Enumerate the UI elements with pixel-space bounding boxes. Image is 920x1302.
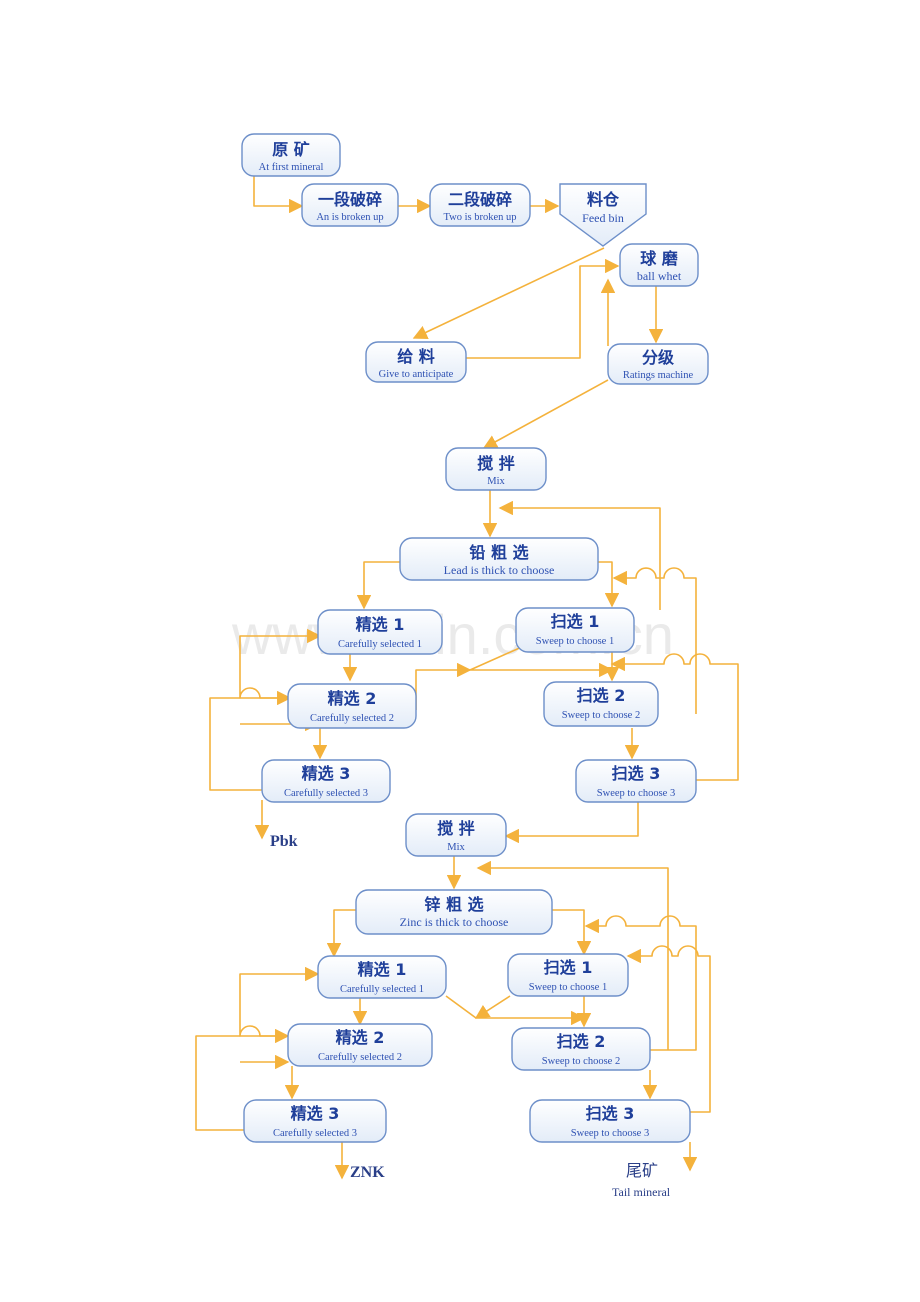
node-crush-2: 二段破碎 Two is broken up xyxy=(429,183,531,227)
node-lead-scav-1: 扫选 1 Sweep to choose 1 xyxy=(515,607,635,653)
node-label-zh: 锌 粗 选 xyxy=(424,895,483,914)
node-label-zh: 精选 3 xyxy=(291,1104,340,1123)
node-label-en: Two is broken up xyxy=(443,212,516,223)
node-label-zh: 扫选 2 xyxy=(577,686,626,705)
tailings-label-zh: 尾矿 xyxy=(626,1161,658,1180)
node-zinc-clean-2: 精选 2 Carefully selected 2 xyxy=(287,1023,433,1067)
node-label-zh: 扫选 3 xyxy=(586,1104,635,1123)
node-label-zh: 搅 拌 xyxy=(477,454,515,473)
node-label-zh: 精选 1 xyxy=(356,615,405,634)
node-label-en: Lead is thick to choose xyxy=(444,563,555,577)
node-label-en: Carefully selected 2 xyxy=(310,713,394,724)
node-label-zh: 一段破碎 xyxy=(318,190,382,209)
lead-concentrate-label: Pbk xyxy=(270,833,298,850)
node-mix-1: 搅 拌 Mix xyxy=(445,447,547,491)
node-lead-scav-3: 扫选 3 Sweep to choose 3 xyxy=(575,759,697,803)
node-zinc-clean-1: 精选 1 Carefully selected 1 xyxy=(317,955,447,999)
node-label-en: ball whet xyxy=(637,269,682,283)
node-label-en: Feed bin xyxy=(582,211,624,225)
node-label-zh: 球 磨 xyxy=(640,249,678,268)
node-label-zh: 料仓 xyxy=(587,190,620,209)
node-label-en: Carefully selected 1 xyxy=(340,984,424,995)
node-label-zh: 分级 xyxy=(642,348,675,367)
node-zinc-scav-3: 扫选 3 Sweep to choose 3 xyxy=(529,1099,691,1143)
node-label-zh: 扫选 1 xyxy=(544,958,593,977)
node-raw-ore: 原 矿 At first mineral xyxy=(241,133,341,177)
node-lead-clean-1: 精选 1 Carefully selected 1 xyxy=(317,609,443,655)
node-label-en: Sweep to choose 1 xyxy=(529,982,607,993)
tailings-label-en: Tail mineral xyxy=(612,1185,671,1199)
node-label-en: Carefully selected 2 xyxy=(318,1052,402,1063)
node-label-en: Carefully selected 1 xyxy=(338,639,422,650)
node-classifier: 分级 Ratings machine xyxy=(607,343,709,385)
node-zinc-scav-2: 扫选 2 Sweep to choose 2 xyxy=(511,1027,651,1071)
node-zinc-clean-3: 精选 3 Carefully selected 3 xyxy=(243,1099,387,1143)
node-label-en: Ratings machine xyxy=(623,370,694,381)
node-label-zh: 扫选 2 xyxy=(557,1032,606,1051)
node-label-zh: 搅 拌 xyxy=(437,819,475,838)
node-label-en: Sweep to choose 3 xyxy=(571,1128,649,1139)
node-label-zh: 原 矿 xyxy=(272,140,310,159)
node-lead-rough: 铅 粗 选 Lead is thick to choose xyxy=(399,537,599,581)
node-label-zh: 精选 2 xyxy=(328,689,377,708)
node-label-en: Sweep to choose 3 xyxy=(597,788,675,799)
node-label-en: Sweep to choose 2 xyxy=(542,1056,620,1067)
node-lead-clean-2: 精选 2 Carefully selected 2 xyxy=(287,683,417,729)
node-label-en: Sweep to choose 1 xyxy=(536,636,614,647)
node-label-zh: 精选 1 xyxy=(358,960,407,979)
node-label-zh: 二段破碎 xyxy=(448,190,512,209)
node-lead-clean-3: 精选 3 Carefully selected 3 xyxy=(261,759,391,803)
node-ball-mill: 球 磨 ball whet xyxy=(619,243,699,287)
node-label-en: Zinc is thick to choose xyxy=(400,915,509,929)
node-label-en: Give to anticipate xyxy=(379,369,454,380)
node-label-en: At first mineral xyxy=(259,162,324,173)
node-label-zh: 精选 2 xyxy=(336,1028,385,1047)
node-label-en: Carefully selected 3 xyxy=(284,788,368,799)
node-label-en: Sweep to choose 2 xyxy=(562,710,640,721)
node-lead-scav-2: 扫选 2 Sweep to choose 2 xyxy=(543,681,659,727)
node-zinc-scav-1: 扫选 1 Sweep to choose 1 xyxy=(507,953,629,997)
node-label-zh: 铅 粗 选 xyxy=(469,543,528,562)
zinc-concentrate-label: ZNK xyxy=(350,1164,385,1181)
node-label-zh: 精选 3 xyxy=(302,764,351,783)
node-label-zh: 扫选 1 xyxy=(551,612,600,631)
flow-lines xyxy=(195,175,739,1180)
node-label-en: Mix xyxy=(447,842,465,853)
node-label-zh: 扫选 3 xyxy=(612,764,661,783)
node-zinc-rough: 锌 粗 选 Zinc is thick to choose xyxy=(355,889,553,935)
node-label-en: Carefully selected 3 xyxy=(273,1128,357,1139)
node-feed-bin: 料仓 Feed bin xyxy=(559,183,647,247)
node-crush-1: 一段破碎 An is broken up xyxy=(301,183,399,227)
node-feeder: 给 料 Give to anticipate xyxy=(365,341,467,383)
node-label-en: Mix xyxy=(487,476,505,487)
node-label-zh: 给 料 xyxy=(397,347,435,366)
node-label-en: An is broken up xyxy=(316,212,383,223)
node-mix-2: 搅 拌 Mix xyxy=(405,813,507,857)
